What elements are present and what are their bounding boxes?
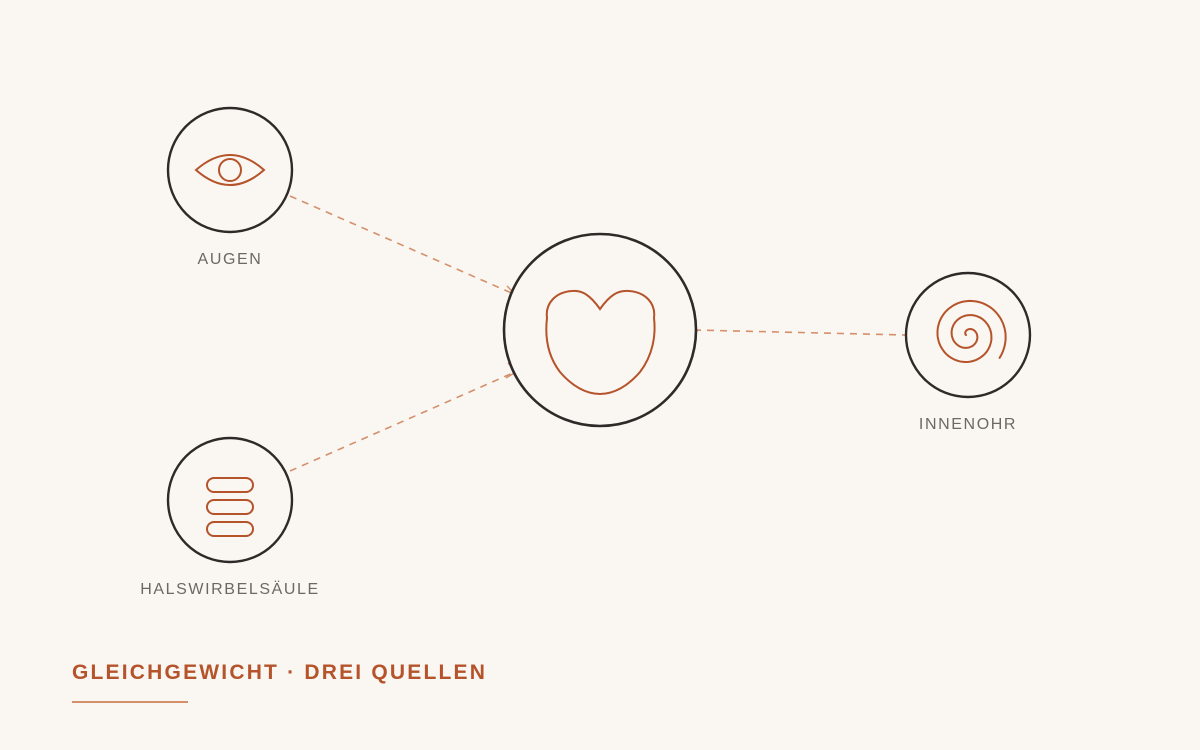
label-neck: HALSWIRBELSÄULE: [140, 581, 320, 598]
node-neck: [166, 436, 294, 564]
node-inner-ear: [904, 271, 1032, 399]
brain-heart-icon: [545, 289, 656, 396]
footer-title: GLEICHGEWICHT · DREI QUELLEN: [72, 661, 488, 684]
node-eyes: [166, 106, 294, 234]
node-center: [502, 232, 698, 428]
connector-neck-center: [289, 362, 518, 472]
label-inner-ear: INNENOHR: [918, 416, 1018, 433]
vertebrae-icon: [206, 477, 254, 537]
eye-icon: [194, 154, 266, 186]
connector-center-innerear: [687, 324, 907, 338]
connector-eyes-center: [289, 195, 519, 304]
footer-underline: [72, 701, 188, 703]
label-eyes: AUGEN: [197, 251, 263, 268]
spiral-icon: [936, 299, 1007, 363]
